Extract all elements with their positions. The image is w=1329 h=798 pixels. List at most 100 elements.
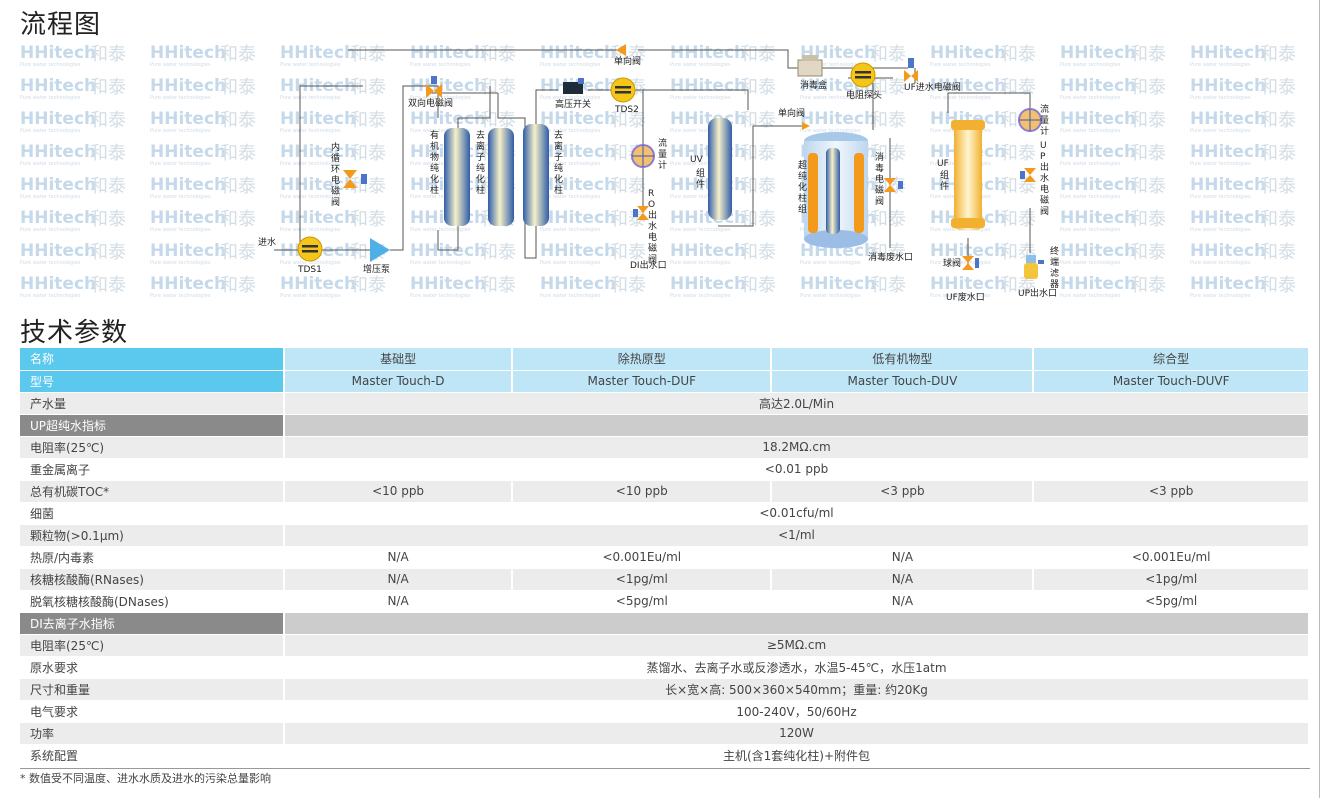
watermark-brand: HHitech: [20, 175, 96, 195]
row-value: 蒸馏水、去离子水或反渗透水，水温5-45℃，水压1atm: [284, 656, 1310, 679]
tds2-label: TDS2: [614, 105, 639, 115]
watermark-brand: HHitech: [150, 274, 226, 294]
watermark-brand: HHitech: [20, 241, 96, 261]
watermark-sub: Pure water technologies: [280, 293, 341, 299]
watermark-brand: HHitech: [280, 208, 356, 228]
ultra-col-vertical-label: 超纯化柱组: [798, 159, 807, 215]
watermark-brand: HHitech: [280, 142, 356, 162]
watermark-sub: Pure water technologies: [670, 227, 731, 233]
watermark-brand: HHitech: [930, 109, 1006, 129]
flow-section-title: 流程图: [20, 10, 102, 40]
watermark-sub: Pure water technologies: [280, 227, 341, 233]
inner-valve-vertical-label: 内循环电磁阀: [331, 141, 340, 208]
watermark-brand: HHitech: [1060, 43, 1136, 63]
row-label: 电阻率(25℃): [20, 436, 285, 459]
watermark-brand: HHitech: [540, 274, 616, 294]
row-value: <0.01cfu/ml: [284, 502, 1310, 525]
watermark-brand: HHitech: [410, 241, 486, 261]
uf-unit-vertical-label: 组件: [940, 169, 949, 192]
organic-col-vertical-label: 有机物纯化柱: [430, 129, 439, 196]
check-valve-icon: [802, 122, 810, 130]
up-outlet-valve-icon: [1020, 168, 1036, 182]
watermark-cn: 和泰: [90, 44, 126, 65]
watermark-brand: HHitech: [930, 76, 1006, 96]
watermark-brand: HHitech: [670, 76, 746, 96]
watermark-brand: HHitech: [410, 43, 486, 63]
watermark-sub: Pure water technologies: [410, 293, 471, 299]
uv-unit-label: UV: [690, 155, 704, 165]
watermark-sub: Pure water technologies: [1060, 62, 1121, 68]
header-name-cell: 名称: [20, 348, 285, 371]
feed-in-label: 进水: [258, 236, 276, 248]
watermark-cn: 和泰: [740, 77, 776, 98]
watermark-cn: 和泰: [350, 176, 386, 197]
watermark-cn: 和泰: [220, 143, 256, 164]
watermark-brand: HHitech: [1190, 208, 1266, 228]
watermark-sub: Pure water technologies: [670, 128, 731, 134]
table-header-row: 名称基础型除热原型低有机物型综合型: [20, 348, 1310, 371]
watermark-cn: 和泰: [1130, 242, 1166, 263]
watermark-brand: HHitech: [1190, 241, 1266, 261]
watermark-cn: 和泰: [870, 242, 906, 263]
watermark-brand: HHitech: [410, 109, 486, 129]
terminal-filter-vertical-label: 终端滤器: [1050, 245, 1059, 290]
model-cell: Master Touch-DUV: [771, 370, 1035, 393]
watermark-brand: HHitech: [1190, 76, 1266, 96]
watermark-cn: 和泰: [1260, 110, 1296, 131]
check-valve-label: 单向阀: [778, 107, 805, 119]
watermark-sub: Pure water technologies: [670, 194, 731, 200]
watermark-sub: Pure water technologies: [800, 260, 861, 266]
watermark-sub: Pure water technologies: [1190, 95, 1251, 101]
watermark-brand: HHitech: [150, 142, 226, 162]
watermark-sub: Pure water technologies: [20, 293, 81, 299]
row-value: <3 ppb: [1033, 480, 1310, 503]
watermark-sub: Pure water technologies: [1060, 161, 1121, 167]
uf-inlet-valve-label: UF进水电磁阀: [904, 81, 961, 93]
row-label: 电阻率(25℃): [20, 634, 285, 657]
booster-pump-icon: [370, 238, 390, 262]
watermark-cn: 和泰: [1130, 110, 1166, 131]
watermark-sub: Pure water technologies: [20, 260, 81, 266]
watermark-sub: Pure water technologies: [410, 260, 471, 266]
watermark-cn: 和泰: [1000, 77, 1036, 98]
sterilizer-label: 消毒盒: [800, 79, 827, 91]
row-value: 120W: [284, 722, 1310, 745]
watermark-sub: Pure water technologies: [800, 95, 861, 101]
watermark-cn: 和泰: [90, 110, 126, 131]
watermark-brand: HHitech: [20, 208, 96, 228]
watermark-brand: HHitech: [20, 109, 96, 129]
watermark-brand: HHitech: [150, 241, 226, 261]
watermark-cn: 和泰: [350, 275, 386, 296]
watermark-cn: 和泰: [350, 209, 386, 230]
watermark-sub: Pure water technologies: [1060, 227, 1121, 233]
row-value: <1pg/ml: [1033, 568, 1310, 591]
row-value: N/A: [771, 568, 1035, 591]
up-outlet-label: UP出水口: [1018, 287, 1057, 299]
row-value: <3 ppb: [771, 480, 1035, 503]
row-value: 高达2.0L/Min: [284, 392, 1310, 415]
watermark-sub: Pure water technologies: [670, 95, 731, 101]
watermark-cn: 和泰: [1260, 176, 1296, 197]
watermark-brand: HHitech: [1060, 208, 1136, 228]
row-value: N/A: [284, 546, 514, 569]
watermark-cn: 和泰: [740, 176, 776, 197]
watermark-cn: 和泰: [90, 275, 126, 296]
watermark-brand: HHitech: [280, 175, 356, 195]
watermark-cn: 和泰: [480, 110, 516, 131]
watermark-sub: Pure water technologies: [540, 161, 601, 167]
watermark-brand: HHitech: [1060, 109, 1136, 129]
booster-pump-label: 增压泵: [363, 263, 390, 275]
watermark-cn: 和泰: [870, 275, 906, 296]
table-row: 细菌<0.01cfu/ml: [20, 502, 1310, 525]
watermark-sub: Pure water technologies: [1190, 227, 1251, 233]
watermark-cn: 和泰: [870, 143, 906, 164]
watermark-cn: 和泰: [610, 242, 646, 263]
footnote: * 数值受不同温度、进水水质及进水的污染总量影响: [20, 772, 271, 785]
header-type-cell: 低有机物型: [771, 348, 1035, 371]
watermark-brand: HHitech: [20, 76, 96, 96]
table-row: 总有机碳TOC*<10 ppb<10 ppb<3 ppb<3 ppb: [20, 480, 1310, 503]
